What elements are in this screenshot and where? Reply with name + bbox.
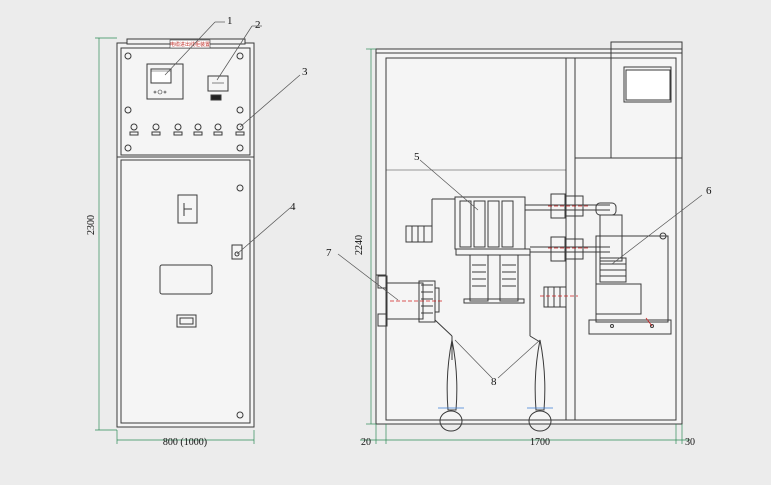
- front-width-dim: 800 (1000): [163, 437, 207, 448]
- observation-window: [159, 264, 213, 295]
- busbar-connections: [525, 193, 623, 336]
- indicator-device: [207, 75, 229, 101]
- vacuum-circuit-breaker: [588, 232, 672, 335]
- side-left-dim: 20: [361, 437, 371, 448]
- cable-heads: [439, 335, 552, 432]
- indicator-lamp-row: [129, 123, 245, 136]
- lower-cabinet-door: [120, 159, 251, 424]
- front-dimension-lines: [95, 37, 255, 444]
- callout-6: 6: [706, 185, 712, 197]
- callout-3: 3: [302, 66, 308, 78]
- front-view: 电缆进出线柜装置: [116, 38, 255, 428]
- side-width-dim: 1700: [530, 437, 550, 448]
- callout-1: 1: [227, 15, 233, 27]
- callout-5: 5: [414, 151, 420, 163]
- door-lock: [231, 244, 243, 260]
- center-marks: [390, 205, 653, 327]
- callout-7: 7: [326, 247, 332, 259]
- side-dimension-lines: [360, 48, 690, 444]
- operating-window: [177, 194, 198, 224]
- door-handle: [176, 314, 197, 328]
- current-transformer-assembly: [405, 196, 531, 304]
- callout-8: 8: [491, 376, 497, 388]
- front-cabinet-outline: [116, 42, 255, 428]
- callout-leaders: [164, 21, 703, 379]
- side-right-dim: 30: [685, 437, 695, 448]
- protection-relay: [146, 63, 184, 100]
- front-height-dim: 2300: [86, 215, 97, 235]
- side-height-dim: 2240: [354, 235, 365, 255]
- callout-4: 4: [290, 201, 296, 213]
- side-view: [375, 41, 683, 432]
- callout-2: 2: [255, 19, 261, 31]
- nameplate-label: 电缆进出线柜装置: [170, 41, 210, 48]
